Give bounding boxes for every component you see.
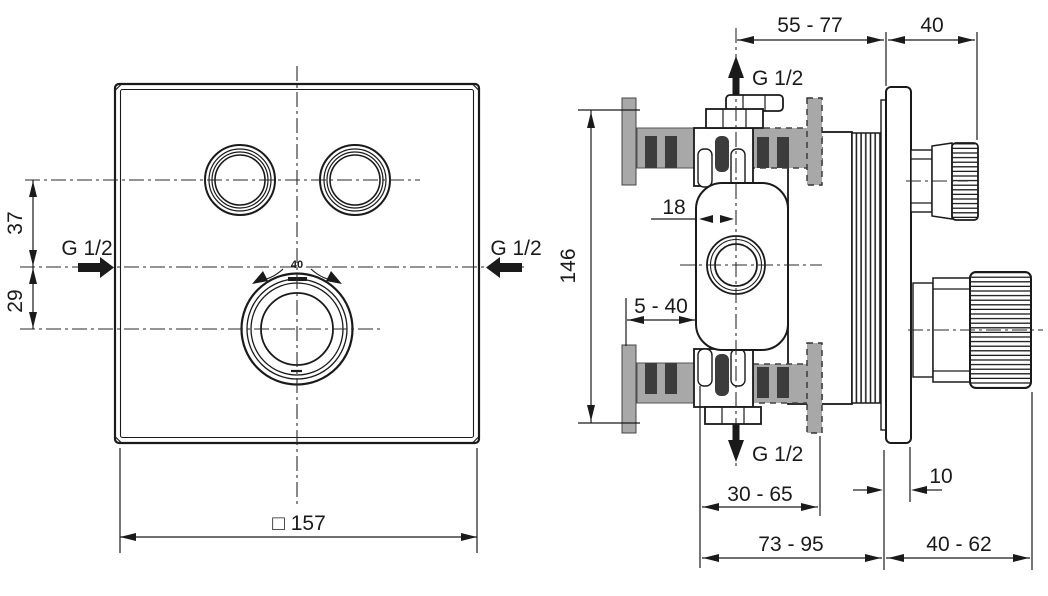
inlet-left-arrow-icon (78, 257, 114, 278)
dim-plaster-depth-label: 5 - 40 (634, 295, 688, 318)
inlet-left-label: G 1/2 (61, 237, 112, 260)
dim-body-to-wall-label: 30 - 65 (727, 483, 792, 506)
dim-knob-protrusion-label: 40 (920, 14, 943, 37)
dim-depth-range: 55 - 77 (737, 14, 887, 86)
dim-body-height: 146 (557, 109, 640, 424)
function-button-right (319, 144, 391, 216)
mounting-slot-dark-bottom (715, 354, 729, 396)
dim-mid-offset-label: 29 (4, 289, 27, 312)
top-hex-nut (705, 108, 764, 129)
cartridge-housing (787, 131, 884, 405)
dim-plate-size-label: □ 157 (272, 512, 326, 535)
dim-body-height-label: 146 (557, 248, 580, 283)
faceplate-side (880, 86, 912, 444)
inlet-right-label: G 1/2 (490, 237, 541, 260)
dim-body-to-wall: 30 - 65 (699, 386, 821, 568)
dim-vertical-offsets: 37 29 (4, 180, 37, 329)
rotation-arrow-right-icon (326, 271, 342, 284)
dim-top-offset-label: 37 (4, 211, 27, 234)
outlet-top-label: G 1/2 (752, 67, 803, 90)
threaded-sleeve (851, 132, 884, 404)
temperature-knob-side (912, 271, 1032, 389)
centerlines-side (680, 28, 1043, 470)
dim-handle-depth: 40 - 62 (886, 392, 1033, 570)
outlet-top: G 1/2 (728, 56, 803, 95)
rotation-arrow-left-icon (252, 271, 268, 284)
knob-temperature-label: 40 (291, 259, 303, 271)
inlet-left: G 1/2 (61, 237, 114, 278)
wall-face-max-bottom (806, 342, 823, 434)
front-view: 40 37 29 G 1/2 G 1/2 (4, 66, 542, 553)
outlet-bottom-label: G 1/2 (752, 443, 803, 466)
outlet-top-arrow-icon (728, 56, 744, 95)
dim-axis-offset-label: 18 (662, 196, 685, 219)
dim-axis-offset: 18 (651, 196, 734, 223)
bottom-hex-nut (704, 406, 762, 425)
inlet-right: G 1/2 (486, 237, 542, 278)
dim-plaster-depth: 5 - 40 (625, 295, 696, 346)
dim-plate-thickness-label: 10 (929, 465, 952, 488)
dim-plate-thickness: 10 (853, 447, 953, 570)
outlet-bottom-arrow-icon (728, 424, 744, 462)
mounting-slot-dark-top (715, 136, 729, 172)
dim-depth-range-label: 55 - 77 (777, 14, 842, 37)
outlet-bottom: G 1/2 (728, 424, 803, 466)
wall-face-min-top (621, 97, 637, 186)
dim-total-depth-label: 73 - 95 (758, 533, 823, 556)
dim-knob-protrusion: 40 (888, 14, 978, 140)
dim-handle-depth-label: 40 - 62 (926, 533, 991, 556)
wall-face-min-bottom (621, 344, 637, 434)
dim-total-depth: 73 - 95 (702, 533, 882, 562)
side-view: 146 55 - 77 40 G 1/2 G 1/2 (557, 14, 1043, 570)
wall-face-max-top (806, 97, 823, 186)
dim-plate-size: □ 157 (119, 448, 478, 553)
inlet-right-arrow-icon (486, 257, 522, 278)
